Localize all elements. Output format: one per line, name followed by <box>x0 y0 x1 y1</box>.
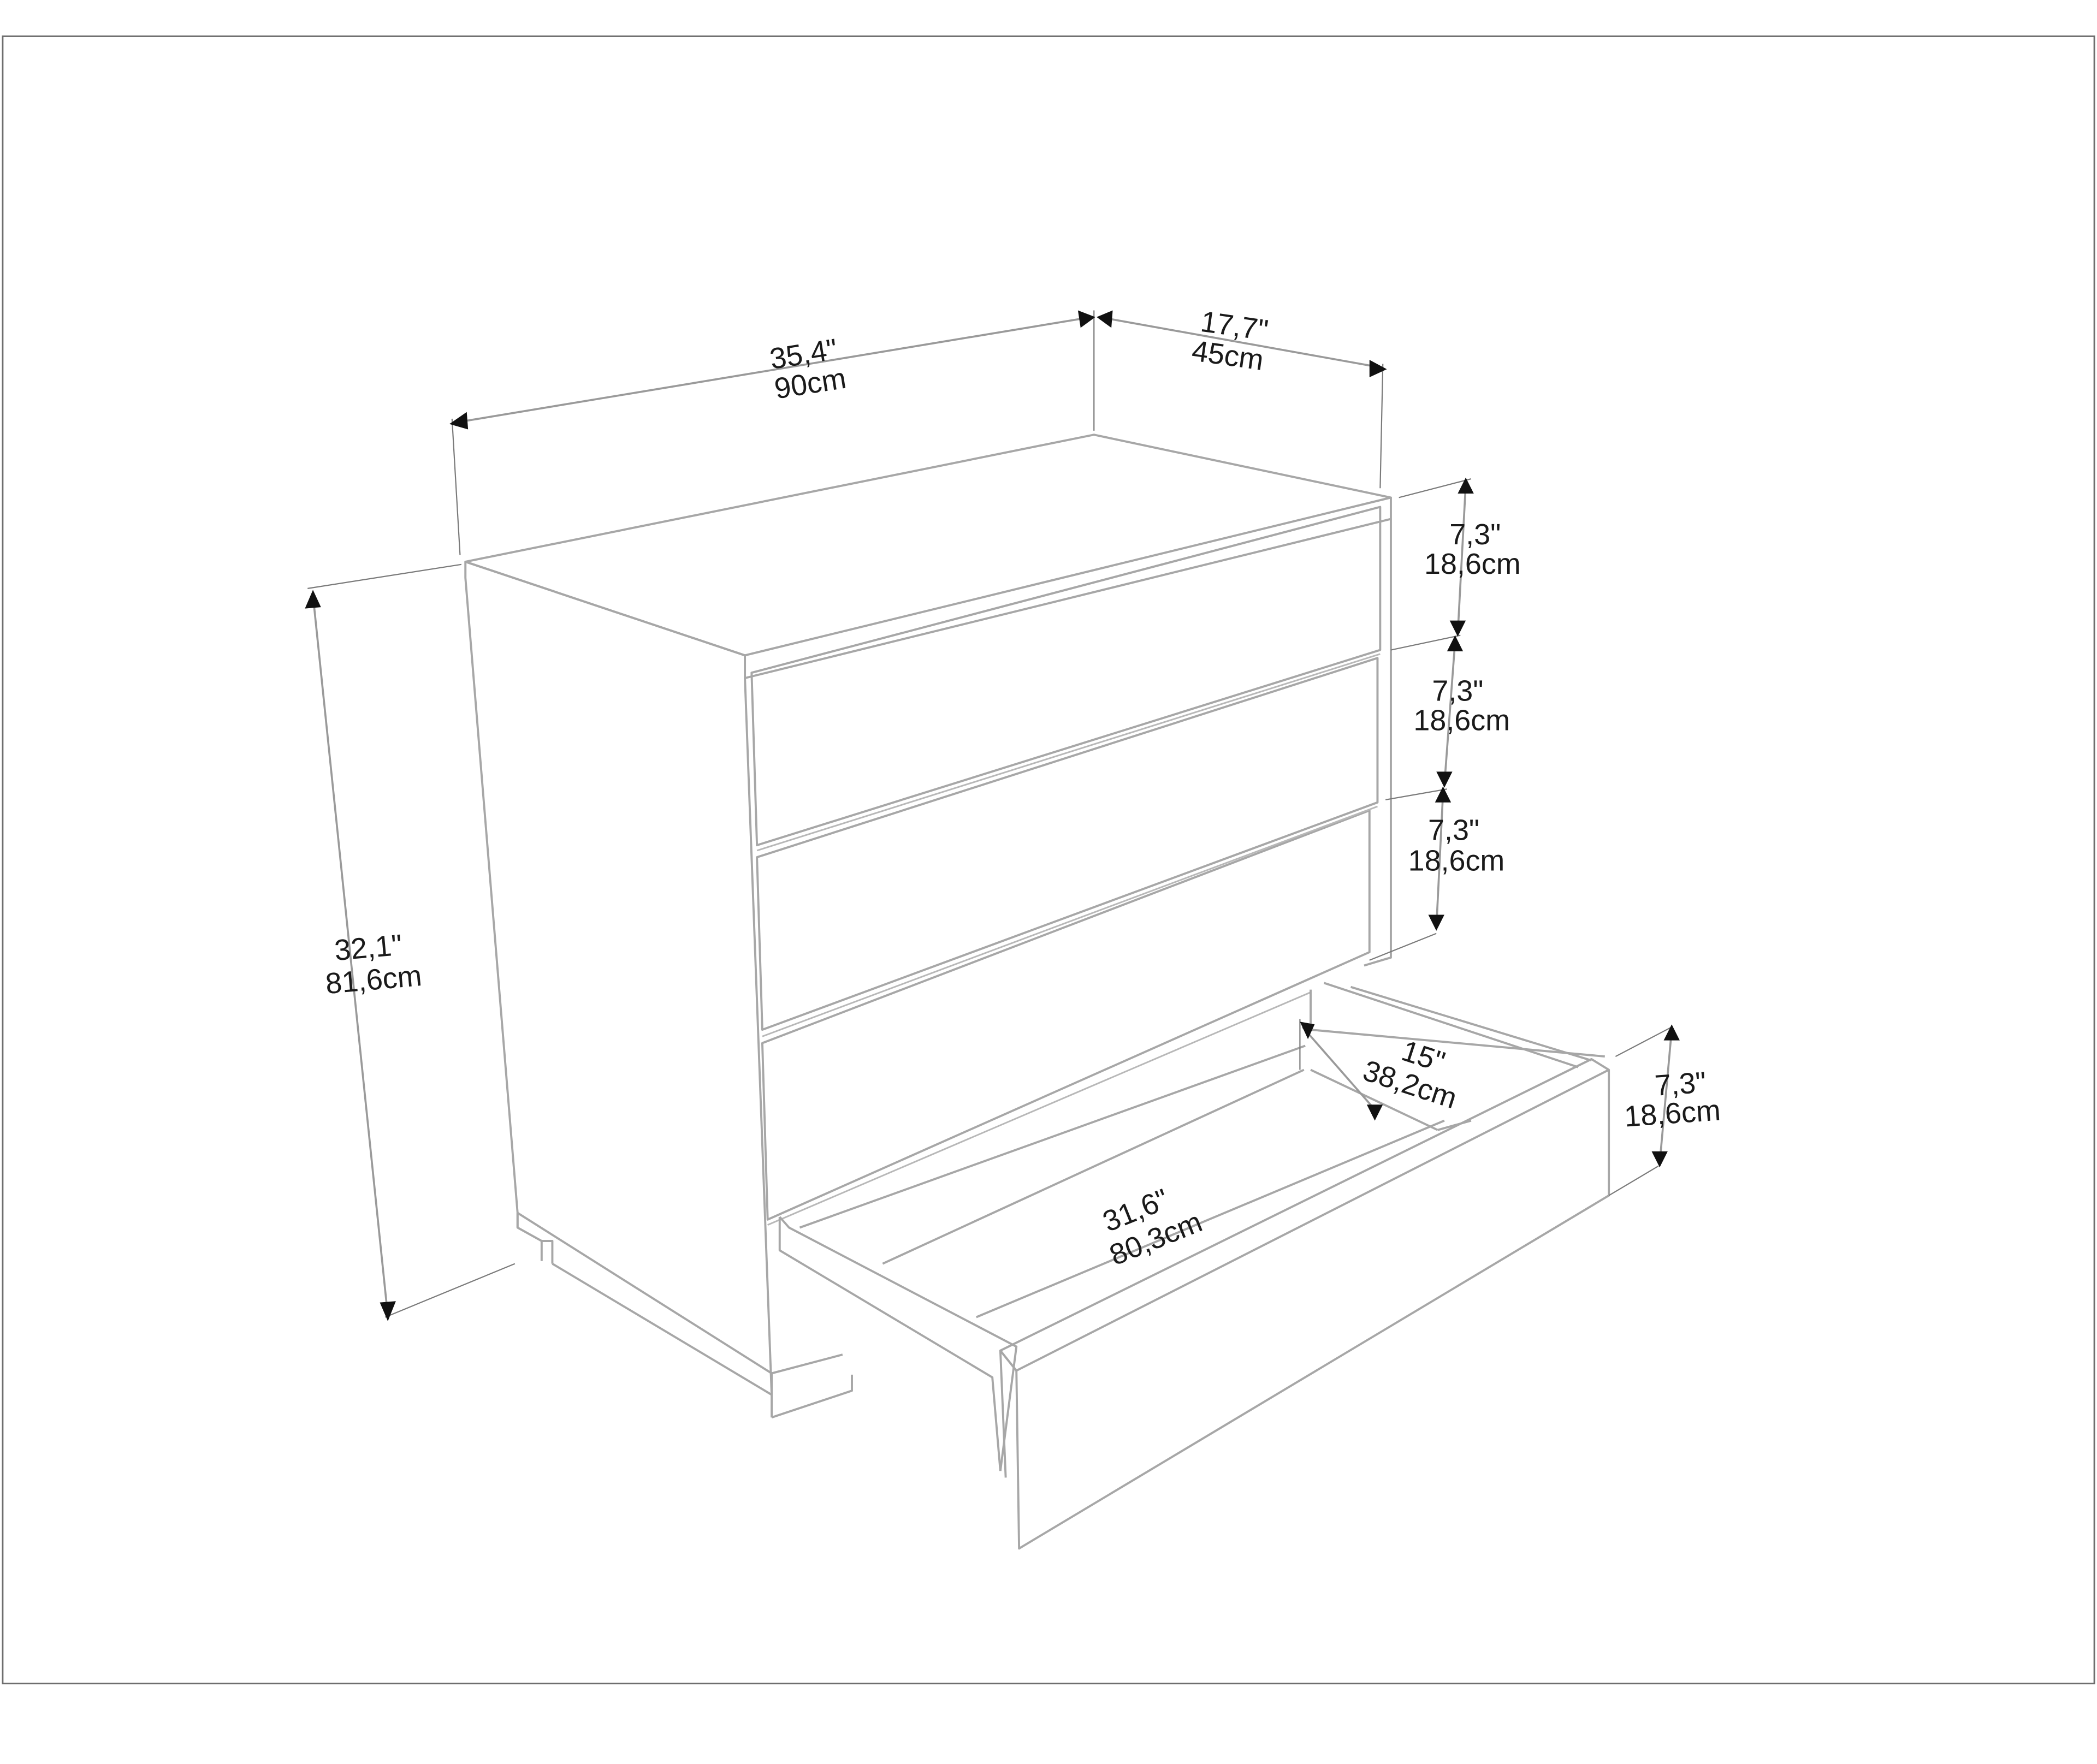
drawer-1-cm-label: 18,6cm <box>1424 548 1521 580</box>
drawer-3-inch-label: 7,3" <box>1428 813 1479 846</box>
drawer-1-inch-label: 7,3" <box>1449 518 1501 551</box>
arrow-down-icon <box>1449 620 1466 637</box>
drawer-2-cm-label: 18,6cm <box>1413 704 1510 737</box>
open-drawer <box>778 982 1610 1550</box>
plinth <box>516 1213 543 1261</box>
open-drawer-back-rail <box>1310 989 1605 1058</box>
open-drawer-front <box>999 1058 1610 1550</box>
arrow-up-icon <box>1663 1024 1680 1041</box>
drawer-front-3 <box>761 809 1371 1221</box>
left-side-back-edge <box>744 678 773 1395</box>
arrow-up-icon <box>305 590 321 609</box>
drawer-2-inch-label: 7,3" <box>1432 675 1483 708</box>
arrow-right-icon <box>1077 310 1095 328</box>
right-side-edge <box>1364 519 1392 967</box>
drawer-front-1 <box>750 506 1382 847</box>
drawing-border <box>2 35 2095 1685</box>
open-drawer-left-side <box>779 1216 1018 1471</box>
open-drawer-cm-label: 18,6cm <box>1623 1094 1721 1133</box>
arrow-down-icon <box>1436 771 1453 788</box>
dimension-drawer-fronts: 7,3" 18,6cm 7,3" 18,6cm 7,3" 18,6cm <box>1369 477 1521 961</box>
arrow-up-icon <box>1300 1021 1315 1040</box>
arrow-down-icon <box>380 1301 396 1321</box>
drawer-front-2 <box>756 657 1379 1031</box>
arrow-down-icon <box>1366 1104 1383 1121</box>
arrow-down-icon <box>1651 1151 1668 1168</box>
top-front-edge <box>744 497 1392 679</box>
top-surface <box>464 433 1392 657</box>
arrow-down-icon <box>1428 914 1444 931</box>
drawer-floor-back <box>882 1068 1305 1265</box>
arrow-left-icon <box>449 412 469 430</box>
dimension-open-drawer-height: 7,3" 18,6cm <box>1608 1024 1722 1196</box>
height-inch-label: 32,1" <box>333 929 404 967</box>
arrow-up-icon <box>1447 635 1464 651</box>
arrow-up-icon <box>1435 786 1452 803</box>
dimension-height: 32,1" 81,6cm <box>305 563 516 1321</box>
dimension-drawer-width: 31,6" 80,3cm <box>1098 1183 1207 1272</box>
dimension-width: 35,4" 90cm <box>449 310 1095 555</box>
drawer-3-cm-label: 18,6cm <box>1408 845 1505 877</box>
left-side-front-edge <box>464 561 519 1228</box>
dimension-depth: 17,7" 45cm <box>1097 305 1387 489</box>
closed-drawers <box>750 506 1382 1226</box>
arrow-up-icon <box>1458 477 1474 494</box>
arrow-left-icon <box>1097 310 1113 328</box>
dresser-carcass <box>464 433 1392 1419</box>
open-drawer-inch-label: 7,3" <box>1654 1066 1707 1102</box>
dimension-drawer-depth: 15" 38,2cm <box>1299 1019 1461 1121</box>
arrow-right-icon <box>1369 360 1387 377</box>
